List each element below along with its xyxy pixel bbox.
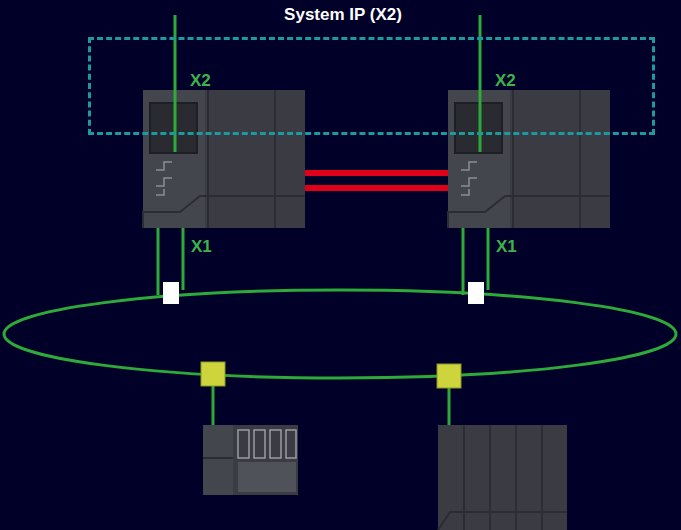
io-device (203, 425, 298, 495)
cpu-right (448, 15, 610, 304)
port-label: X2 (190, 71, 211, 91)
region-heading: System IP (X2) (284, 5, 402, 25)
switch (437, 364, 461, 388)
sync-line (305, 170, 448, 176)
port-label: X1 (191, 237, 212, 257)
cpu-left (143, 15, 305, 304)
io-device (438, 425, 567, 530)
switch (201, 362, 225, 386)
port-label: X1 (496, 237, 517, 257)
port-label: X2 (495, 71, 516, 91)
system-ip-region: System IP (X2) (88, 37, 655, 135)
ring-network (4, 290, 676, 378)
sync-line (305, 185, 448, 191)
